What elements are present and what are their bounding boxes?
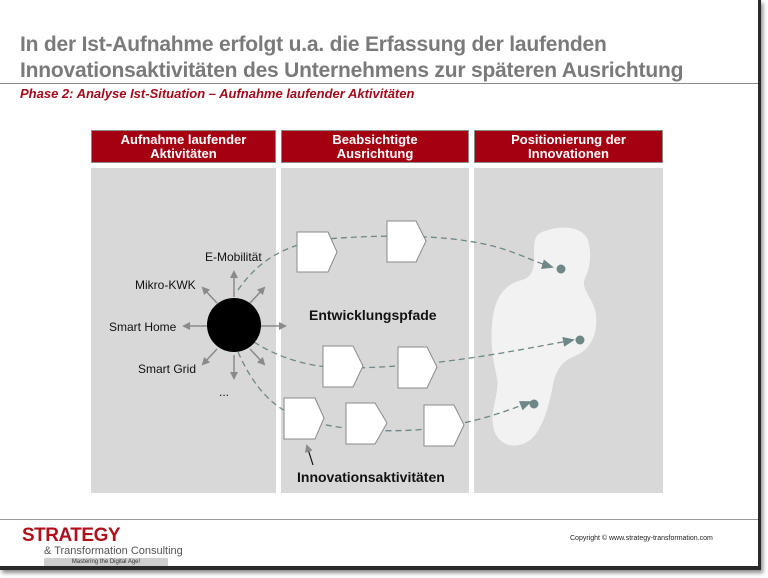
- logo-subtitle: & Transformation Consulting: [44, 545, 183, 557]
- column-header-text: Beabsichtigte: [332, 131, 418, 147]
- column-header-text: Ausrichtung: [336, 145, 414, 161]
- column-header-text: Innovationen: [528, 145, 609, 161]
- logo-tagline: Mastering the Digital Age!: [44, 558, 168, 566]
- slide: In der Ist-Aufnahme erfolgt u.a. die Erf…: [0, 0, 761, 570]
- footer-divider: [0, 519, 758, 520]
- development-paths-label: Entwicklungspfade: [309, 307, 437, 323]
- title-line-1: In der Ist-Aufnahme erfolgt u.a. die Erf…: [20, 33, 607, 56]
- column-header-text: Aufnahme laufender: [120, 131, 247, 147]
- hub-label-e-mobility: E-Mobilität: [205, 250, 262, 264]
- column-header-text: Positionierung der: [511, 131, 626, 147]
- hub-label-smart-grid: Smart Grid: [138, 362, 197, 376]
- innovation-activities-label: Innovationsaktivitäten: [297, 469, 445, 485]
- column-header-text: Aktivitäten: [150, 145, 217, 161]
- page-title: In der Ist-Aufnahme erfolgt u.a. die Erf…: [20, 32, 740, 84]
- company-logo: STRATEGY & Transformation Consulting Mas…: [22, 525, 183, 566]
- column-body-positioning: [474, 168, 663, 493]
- hub-label-micro-chp: Mikro-KWK: [135, 278, 196, 292]
- title-divider: [0, 83, 758, 84]
- copyright-notice: Copyright © www.strategy-transformation.…: [570, 535, 713, 542]
- column-body-intended-direction: [281, 168, 469, 493]
- logo-wordmark: STRATEGY: [22, 525, 121, 546]
- title-line-2: Innovationsaktivitäten des Unternehmens …: [20, 59, 684, 82]
- hub-label-more: ...: [219, 385, 230, 399]
- hub-label-smart-home: Smart Home: [109, 320, 177, 334]
- page-subtitle: Phase 2: Analyse Ist-Situation – Aufnahm…: [20, 86, 415, 101]
